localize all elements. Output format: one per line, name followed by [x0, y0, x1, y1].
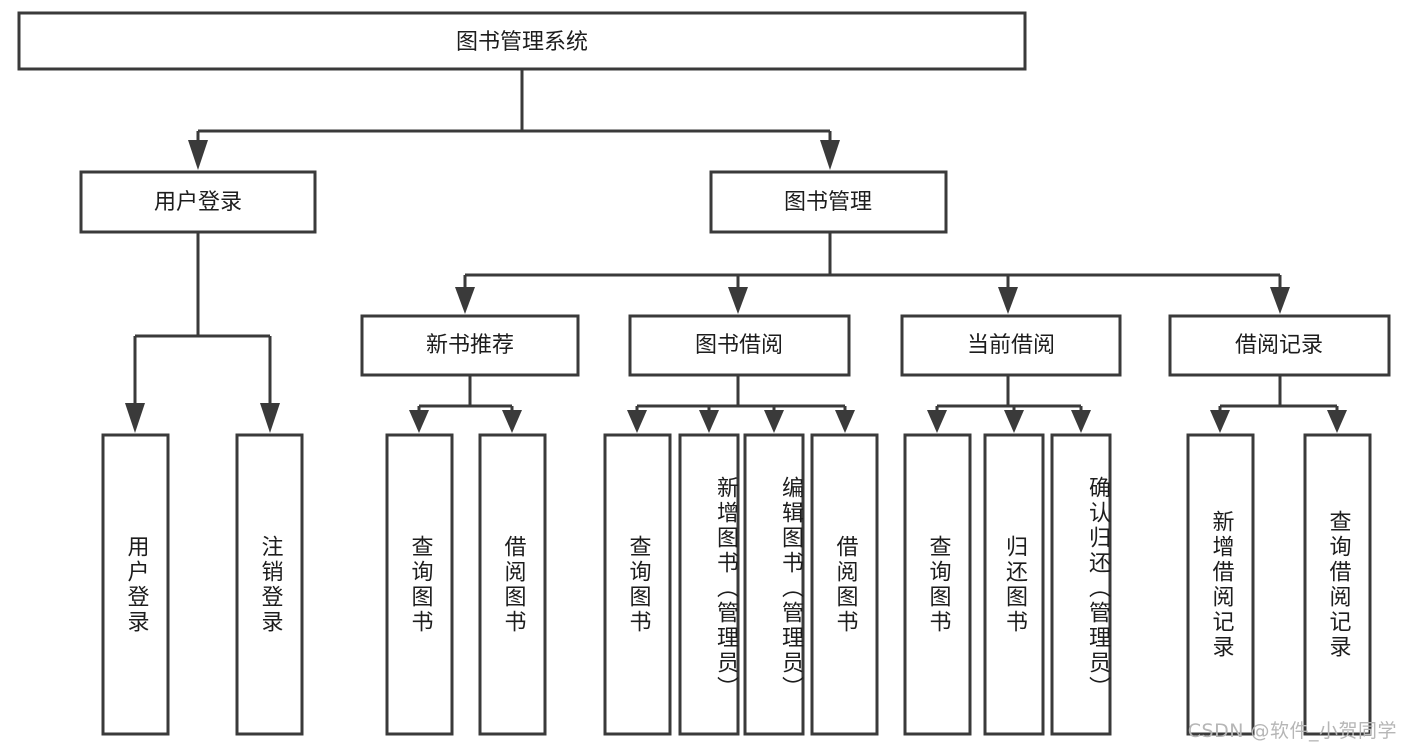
arrow-head-borrow-record: [1270, 287, 1290, 314]
node-box-current-borrow[interactable]: [900, 314, 1122, 377]
arrow-head-user-login: [188, 140, 208, 170]
arrow-head-leaf-query-book-2: [627, 410, 647, 433]
node-label-user-login: 用户登录: [154, 190, 242, 215]
arrow-head-leaf-borrow-book-2: [835, 410, 855, 433]
node-box-root[interactable]: [17, 11, 1027, 71]
node-box-leaf-user-login[interactable]: [101, 433, 170, 736]
arrow-head-leaf-logout: [260, 403, 280, 433]
node-box-book-management[interactable]: [709, 170, 948, 234]
node-label-book-management: 图书管理: [784, 190, 872, 215]
arrow-head-leaf-add-record: [1210, 410, 1230, 433]
node-box-leaf-logout[interactable]: [235, 433, 304, 736]
node-label-book-borrow: 图书借阅: [695, 333, 783, 358]
node-group: 图书管理系统 用户登录 图书管理 新书推荐 图书借阅 当前借阅 借阅记录: [17, 11, 1391, 736]
node-label-current-borrow: 当前借阅: [967, 333, 1055, 358]
arrow-head-leaf-query-book-1: [409, 410, 429, 433]
arrow-head-leaf-confirm-return: [1071, 410, 1091, 433]
node-box-user-login[interactable]: [79, 170, 317, 234]
arrow-head-book-mgmt: [820, 140, 840, 170]
node-box-leaf-borrow-book-1[interactable]: [478, 433, 547, 736]
arrow-head-leaf-user-login: [125, 403, 145, 433]
node-box-leaf-query-book-3[interactable]: [903, 433, 972, 736]
arrow-head-current-borrow: [998, 287, 1018, 314]
node-label-borrow-record: 借阅记录: [1235, 333, 1323, 358]
node-box-leaf-add-book-admin[interactable]: [678, 433, 740, 736]
node-box-leaf-borrow-book-2[interactable]: [810, 433, 879, 736]
arrow-head-book-borrow: [728, 287, 748, 314]
arrow-head-leaf-edit-book: [764, 410, 784, 433]
arrow-head-leaf-query-record: [1327, 410, 1347, 433]
arrow-head-leaf-add-book: [699, 410, 719, 433]
node-box-leaf-add-borrow-record[interactable]: [1186, 433, 1255, 736]
connector-group: [125, 69, 1347, 433]
arrow-head-leaf-borrow-book-1: [502, 410, 522, 433]
node-box-book-borrow[interactable]: [628, 314, 851, 377]
node-box-leaf-confirm-return-admin[interactable]: [1050, 433, 1112, 736]
node-box-leaf-edit-book-admin[interactable]: [743, 433, 805, 736]
node-box-leaf-query-borrow-record[interactable]: [1303, 433, 1372, 736]
node-box-leaf-query-book-1[interactable]: [385, 433, 454, 736]
node-box-leaf-query-book-2[interactable]: [603, 433, 672, 736]
arrow-head-leaf-query-book-3: [927, 410, 947, 433]
arrow-head-new-book-rec: [455, 287, 475, 314]
node-label-new-book-recommend: 新书推荐: [426, 333, 514, 358]
node-box-new-book-recommend[interactable]: [360, 314, 580, 377]
node-label-root: 图书管理系统: [456, 30, 588, 55]
node-box-borrow-record[interactable]: [1168, 314, 1391, 377]
watermark-text: CSDN @软件_小贺同学: [1187, 720, 1397, 742]
arrow-head-leaf-return-book: [1004, 410, 1024, 433]
node-box-leaf-return-book[interactable]: [983, 433, 1045, 736]
